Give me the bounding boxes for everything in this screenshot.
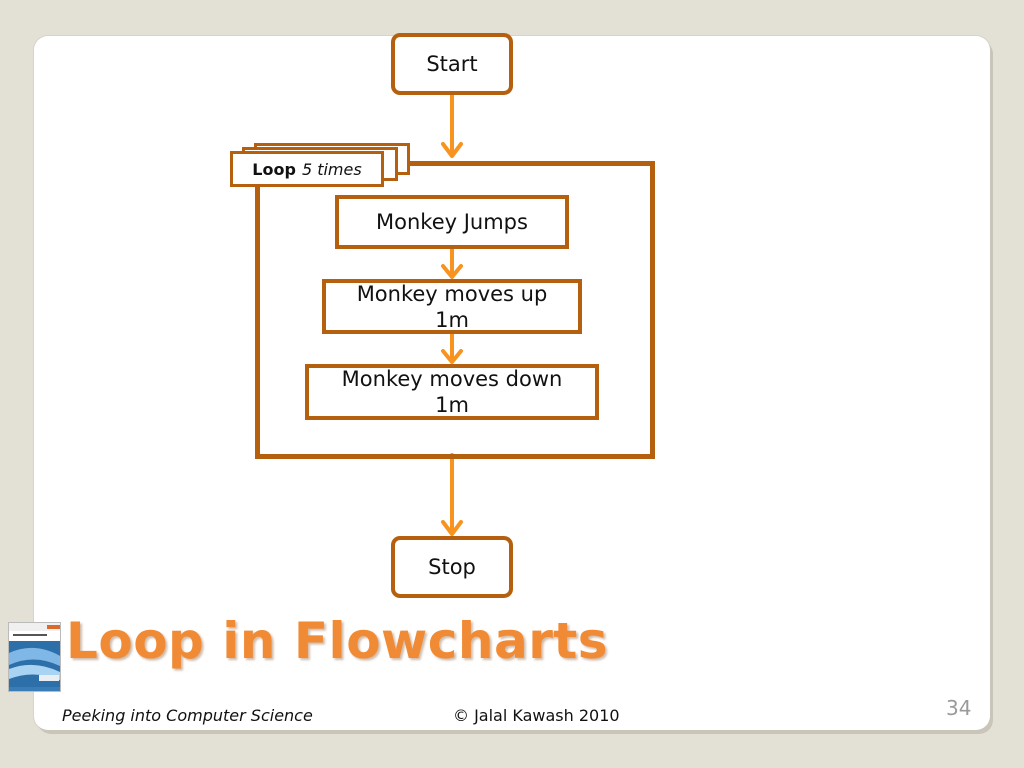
book-cover-image	[9, 623, 60, 691]
step-label: Monkey moves up 1m	[356, 281, 548, 332]
stop-node: Stop	[391, 536, 513, 598]
step-label: Monkey Jumps	[376, 210, 528, 234]
arrow-jumps-to-up	[441, 247, 463, 279]
step-monkey-moves-up: Monkey moves up 1m	[322, 279, 582, 334]
arrow-start-to-loop	[441, 93, 463, 158]
start-node: Start	[391, 33, 513, 95]
footer-center: © Jalal Kawash 2010	[453, 706, 620, 725]
loop-frame	[255, 161, 655, 459]
book-cover-thumbnail	[8, 622, 61, 692]
arrow-loop-to-stop	[441, 453, 463, 536]
step-label: Monkey moves down 1m	[341, 367, 563, 417]
step-monkey-moves-down: Monkey moves down 1m	[305, 364, 599, 420]
arrow-up-to-down	[441, 332, 463, 364]
start-label: Start	[426, 52, 478, 76]
loop-count: 5 times	[301, 159, 362, 179]
stop-label: Stop	[428, 555, 476, 579]
step-monkey-jumps: Monkey Jumps	[335, 195, 569, 249]
footer-left: Peeking into Computer Science	[62, 706, 313, 725]
loop-tab: Loop 5 times	[230, 151, 384, 187]
loop-keyword: Loop	[252, 159, 296, 179]
page-number: 34	[946, 696, 972, 720]
slide-title: Loop in Flowcharts	[66, 612, 609, 670]
